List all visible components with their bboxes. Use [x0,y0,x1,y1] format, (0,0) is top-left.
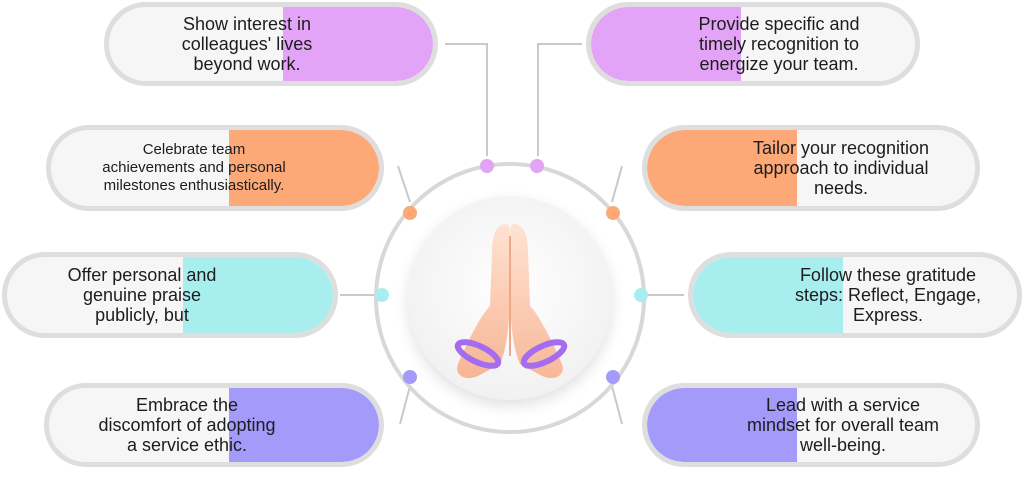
card-service: Lead with a service mindset for overall … [642,383,980,467]
card-tailor-text: Tailor your recognition approach to indi… [752,138,930,198]
card-embrace: Embrace the discomfort of adopting a ser… [44,383,384,467]
dot-interest [480,159,494,173]
praying-hands-icon [454,224,568,379]
dot-celebrate [403,206,417,220]
card-tailor: Tailor your recognition approach to indi… [642,125,980,211]
card-service-text: Lead with a service mindset for overall … [746,395,940,455]
card-interest-text: Show interest in colleagues' lives beyon… [181,14,313,74]
card-praise: Offer personal and genuine praise public… [2,252,338,338]
card-interest: Show interest in colleagues' lives beyon… [104,2,438,86]
card-embrace-text: Embrace the discomfort of adopting a ser… [98,395,276,455]
accent-blob [183,257,333,333]
dot-praise [375,288,389,302]
connector-celebrate [397,165,411,203]
accent-blob [693,257,843,333]
card-recognition: Provide specific and timely recognition … [586,2,920,86]
connector-service [611,385,623,425]
accent-blob [229,130,379,206]
accent-blob [591,7,741,81]
accent-blob [229,388,379,462]
card-gratitude-text: Follow these gratitude steps: Reflect, E… [794,265,982,325]
card-celebrate: Celebrate team achievements and personal… [46,125,384,211]
dot-tailor [606,206,620,220]
accent-blob [283,7,433,81]
accent-blob [647,130,797,206]
card-celebrate-text: Celebrate team achievements and personal… [102,141,286,194]
card-praise-text: Offer personal and genuine praise public… [67,265,217,325]
card-recognition-text: Provide specific and timely recognition … [698,14,860,74]
connector-recognition [537,43,582,156]
accent-blob [647,388,797,462]
dot-service [606,370,620,384]
dot-embrace [403,370,417,384]
card-gratitude: Follow these gratitude steps: Reflect, E… [688,252,1022,338]
center-disc [408,196,612,400]
connector-interest [445,43,488,156]
dot-recognition [530,159,544,173]
dot-gratitude [634,288,648,302]
connector-embrace [399,385,411,425]
connector-tailor [611,165,623,203]
